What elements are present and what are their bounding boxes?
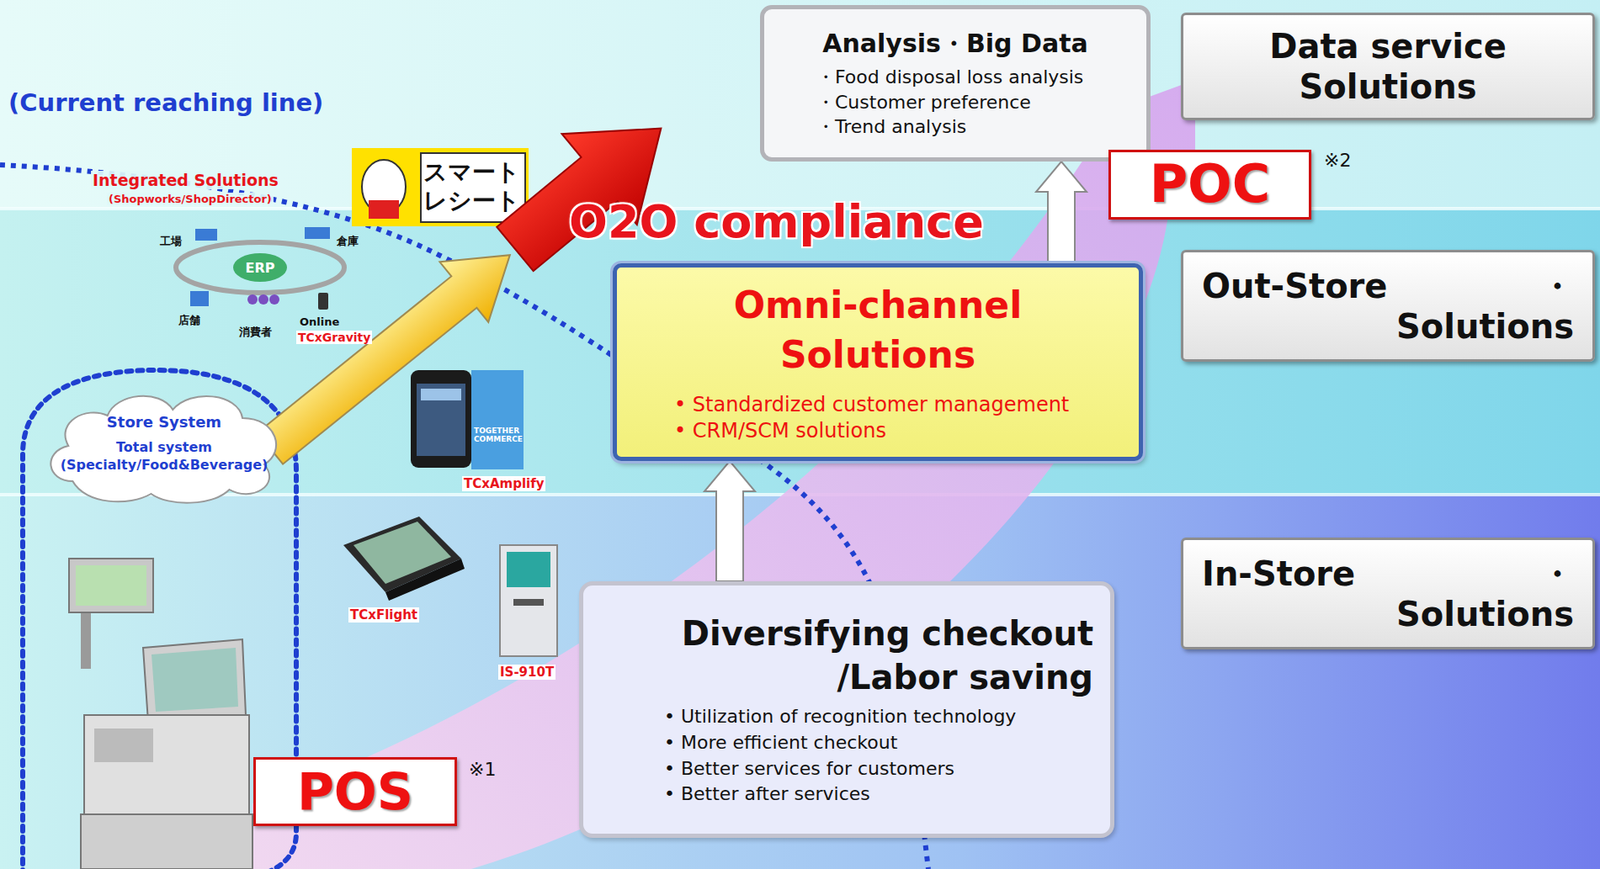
bullet-text: • More efficient checkout xyxy=(600,730,1094,757)
terminal-screen-frame xyxy=(143,639,246,723)
solution-tier-box: Out-Store・ Solutions xyxy=(1180,249,1595,362)
solution-sublabel: (Shopworks/ShopDirector) xyxy=(106,192,274,206)
solution-tier-box: In-Store・ Solutions xyxy=(1180,537,1595,650)
erp-illustration xyxy=(175,227,345,310)
box-heading: Omni-channel Solutions xyxy=(630,280,1126,381)
growth-curve-arrow xyxy=(252,79,1196,869)
truck-icon xyxy=(304,227,330,240)
analysis-box: Analysis・Big Data・Food disposal loss ana… xyxy=(760,5,1151,162)
erp-part-label: 工場 xyxy=(159,233,182,250)
smartphone-image xyxy=(410,370,524,470)
display-pole xyxy=(80,610,91,670)
erp-part-label: Online xyxy=(299,315,340,329)
kiosk-image xyxy=(499,545,558,657)
checkout-box: Diversifying checkout /Labor saving • Uti… xyxy=(579,581,1115,839)
tablet-pos-image xyxy=(343,516,465,601)
erp-part-label: 倉庫 xyxy=(336,233,359,250)
bullet-text: • CRM/SCM solutions xyxy=(630,418,1126,445)
receipt-background xyxy=(351,148,529,227)
box-heading: In-Store・ Solutions xyxy=(1201,553,1574,635)
phone-body xyxy=(410,370,472,468)
phone-screen-bar xyxy=(420,388,462,401)
kiosk-body xyxy=(499,545,558,657)
kiosk-screen xyxy=(506,552,551,588)
mascot-shirt xyxy=(368,200,399,219)
keypad xyxy=(94,728,154,763)
customer-display-screen xyxy=(75,565,147,606)
smart-receipt-image xyxy=(351,148,529,227)
erp-ring xyxy=(175,242,345,293)
solution-label: Integrated Solutions xyxy=(90,170,281,190)
phone-icon xyxy=(318,292,329,310)
bullet-text: • Better services for customers xyxy=(600,756,1094,783)
tablet-stand xyxy=(385,558,465,601)
heading-label: O2O compliance xyxy=(568,195,984,249)
poc-box: POC xyxy=(1108,149,1312,220)
bullet-text: • Utilization of recognition technology xyxy=(600,704,1094,731)
yellow-arrow-shape xyxy=(245,224,535,479)
store-icon xyxy=(190,291,209,307)
store-system-cloud: Store SystemTotal system (Specialty/Food… xyxy=(37,380,291,507)
product-label: TCxGravity xyxy=(296,330,373,345)
receipt-text: スマート レシート xyxy=(423,158,523,215)
pos-box: POS xyxy=(253,757,458,827)
line-label: (Current reaching line) xyxy=(8,88,324,117)
box-heading: POC xyxy=(1149,155,1271,213)
cash-drawer xyxy=(80,814,253,869)
solution-tier-box: Data service Solutions xyxy=(1180,12,1595,121)
box-heading: Store System xyxy=(44,413,284,431)
bullet-text: • Standardized customer management xyxy=(630,392,1126,419)
box-heading: Out-Store・ Solutions xyxy=(1201,265,1574,347)
box-heading: Data service Solutions xyxy=(1201,26,1574,107)
receipt-card xyxy=(420,153,526,223)
block-arrow xyxy=(1036,161,1087,264)
bullet-text: ・Trend analysis xyxy=(777,114,1133,140)
tablet-frame xyxy=(343,516,462,593)
footnote-mark: ※2 xyxy=(1323,149,1351,171)
terminal-body xyxy=(84,715,250,815)
product-label: TCxFlight xyxy=(348,607,420,623)
bullet-text: Total system (Specialty/Food&Beverage) xyxy=(44,439,284,475)
factory-icon xyxy=(195,228,218,241)
bullet-text: ・Food disposal loss analysis xyxy=(777,64,1133,91)
box-heading: Analysis・Big Data xyxy=(777,26,1133,62)
pos-terminal-image xyxy=(69,558,253,869)
logo-text: TOGETHER COMMERCE xyxy=(473,427,521,445)
box-heading: Diversifying checkout /Labor saving xyxy=(600,611,1094,700)
terminal-screen xyxy=(151,648,239,713)
customer-display xyxy=(69,558,154,613)
footnote-mark: ※1 xyxy=(468,759,496,781)
yellow-arrow xyxy=(245,224,535,479)
person-icon xyxy=(258,294,269,305)
omni-channel-box: Omni-channel Solutions • Standardized cus… xyxy=(612,263,1143,462)
erp-hub-label: ERP xyxy=(245,260,276,277)
erp-part-label: 店舗 xyxy=(178,313,201,329)
erp-hub xyxy=(233,253,288,282)
bullet-text: • Better after services xyxy=(600,781,1094,808)
kiosk-slot xyxy=(513,599,544,606)
block-arrow xyxy=(704,461,755,582)
product-label: IS-910T xyxy=(498,664,556,681)
erp-part-label: 消費者 xyxy=(239,324,272,341)
box-heading: POS xyxy=(297,764,414,820)
bullet-text: ・Customer preference xyxy=(777,90,1133,116)
phone-screen xyxy=(416,383,466,457)
person-icon xyxy=(247,294,258,305)
person-icon xyxy=(269,294,280,305)
top-band xyxy=(0,0,1600,209)
logo-panel xyxy=(471,370,524,470)
product-label: TCxAmplify xyxy=(462,476,546,492)
